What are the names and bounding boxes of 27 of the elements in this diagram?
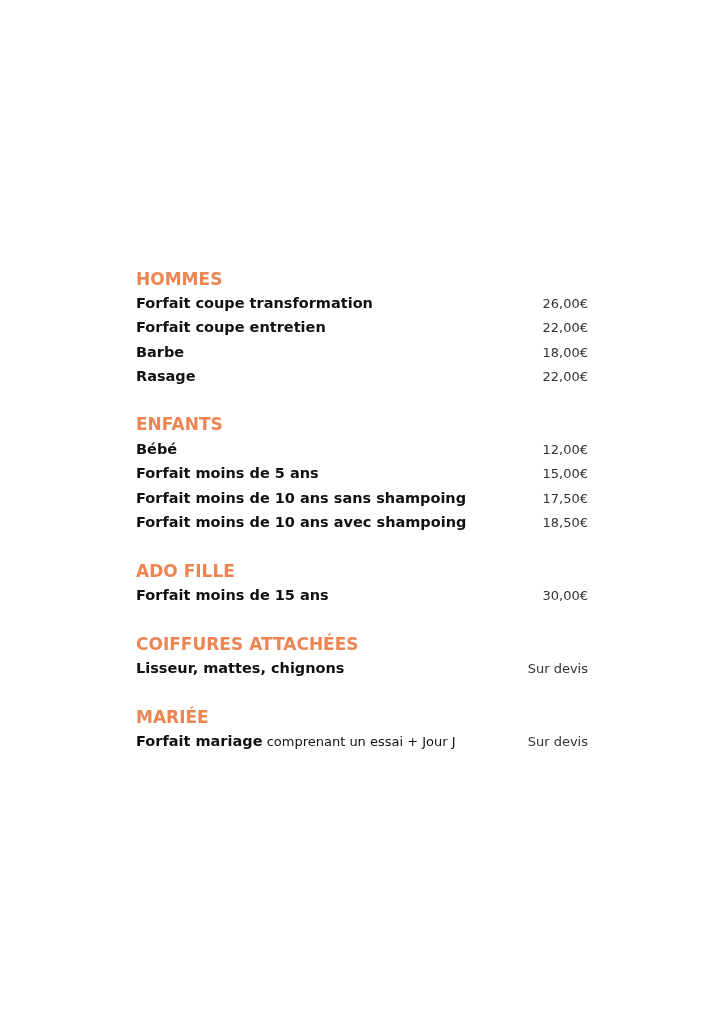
service-name: Forfait moins de 10 ans sans shampoing — [136, 490, 467, 508]
price: 26,00€ — [542, 296, 588, 312]
price: 18,50€ — [542, 515, 588, 531]
price: 22,00€ — [542, 369, 588, 385]
price: Sur devis — [527, 661, 588, 677]
service-name: Forfait moins de 15 ans — [136, 587, 329, 605]
service-name: Forfait moins de 5 ans — [136, 465, 319, 483]
service-name: Barbe — [136, 344, 185, 362]
service-name: Forfait moins de 10 ans avec shampoing — [136, 514, 467, 532]
price: 18,00€ — [542, 345, 588, 361]
section-heading: COIFFURES ATTACHÉES — [136, 633, 359, 655]
price: 22,00€ — [542, 320, 588, 336]
service-name: Forfait coupe transformation — [136, 295, 373, 313]
price: 17,50€ — [542, 491, 588, 507]
service-name: Lisseur, mattes, chignons — [136, 660, 345, 678]
service-name: Bébé — [136, 441, 178, 459]
service-name: Forfait coupe entretien — [136, 319, 326, 337]
price: 15,00€ — [542, 466, 588, 482]
service-description: Forfait mariage comprenant un essai + Jour J — [136, 733, 456, 751]
section-heading: MARIÉE — [136, 706, 209, 728]
price: 30,00€ — [542, 588, 588, 604]
section-heading: ADO FILLE — [136, 560, 235, 582]
service-name: Rasage — [136, 368, 196, 386]
price: Sur devis — [527, 734, 588, 750]
section-heading: ENFANTS — [136, 413, 223, 435]
price: 12,00€ — [542, 442, 588, 458]
section-heading: HOMMES — [136, 268, 223, 290]
